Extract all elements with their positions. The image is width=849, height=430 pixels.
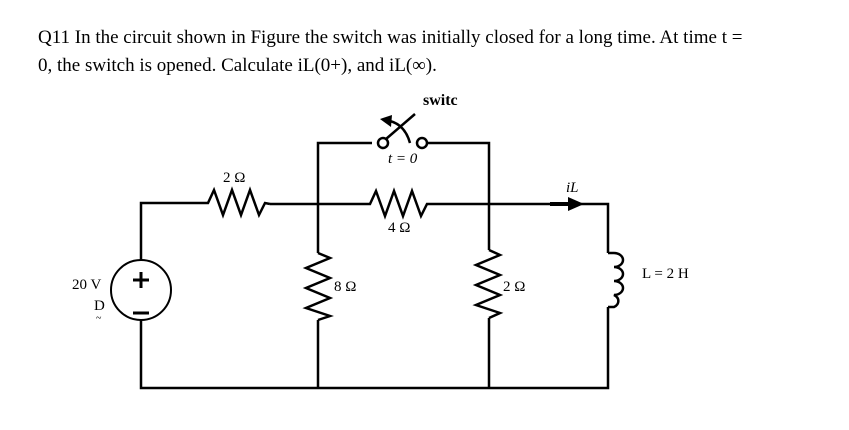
r3-label: 8 Ω bbox=[334, 279, 357, 295]
voltage-source bbox=[110, 259, 172, 321]
switch-label: switc bbox=[423, 92, 458, 109]
switch bbox=[376, 113, 429, 150]
r1-label: 2 Ω bbox=[223, 170, 246, 186]
current-label: iL bbox=[566, 180, 579, 196]
question-line-2: 0, the switch is opened. Calculate iL(0+… bbox=[38, 55, 437, 76]
inductor-coil bbox=[608, 251, 625, 309]
source-sub-label: D bbox=[94, 298, 105, 314]
resistor-4ohm bbox=[365, 187, 432, 220]
resistor-8ohm bbox=[302, 251, 334, 322]
current-arrow-icon bbox=[550, 197, 584, 211]
resistor-2ohm-right bbox=[472, 248, 504, 320]
question-line-1: Q11 In the circuit shown in Figure the s… bbox=[38, 27, 743, 48]
resistor-2ohm-top bbox=[203, 186, 271, 219]
source-label: 20 V bbox=[72, 277, 102, 293]
source-sub-label-2: ~ bbox=[96, 313, 102, 324]
r4-label: 2 Ω bbox=[503, 279, 526, 295]
switch-time-label: t = 0 bbox=[388, 151, 418, 167]
inductor-label: L = 2 H bbox=[642, 266, 689, 282]
r2-label: 4 Ω bbox=[388, 220, 411, 236]
wires bbox=[139, 141, 610, 390]
